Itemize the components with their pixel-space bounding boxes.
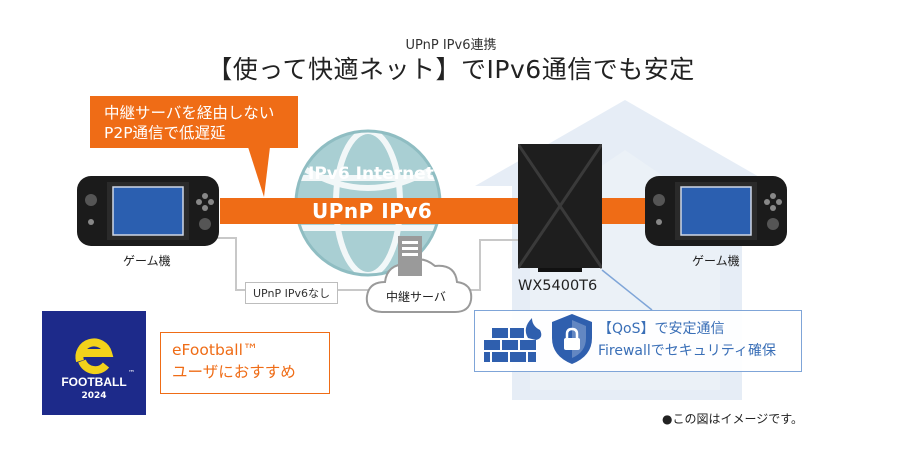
callout-box: 中継サーバを経由しない P2P通信で低遅延 — [90, 96, 298, 148]
subtitle: UPnP IPv6連携 — [405, 38, 497, 53]
router-icon — [518, 144, 602, 272]
console-right-label: ゲーム機 — [692, 254, 740, 268]
efootball-emblem-icon — [75, 338, 114, 375]
relay-label: 中継サーバ — [386, 290, 446, 304]
callout-pointer — [248, 147, 270, 197]
feature-pointer — [601, 269, 653, 311]
router-model: WX5400T6 — [518, 278, 598, 294]
feature-qos: 【QoS】で安定通信 — [598, 321, 725, 337]
feature-text: 【QoS】で安定通信 Firewallでセキュリティ確保 — [598, 318, 776, 362]
logo-text: FOOTBALL — [61, 375, 127, 389]
promo-text: eFootball™ ユーザにおすすめ — [172, 339, 296, 383]
callout-line-1: 中継サーバを経由しない — [104, 104, 275, 122]
band-label: UPnP IPv6 — [312, 199, 433, 223]
relay-cloud-icon — [365, 258, 473, 313]
logo-tm: ™ — [128, 369, 135, 377]
promo-line-1: eFootball™ — [172, 341, 259, 359]
no-upnp-chip: UPnP IPv6なし — [245, 282, 338, 304]
page-title: 【使って快適ネット】でIPv6通信でも安定 — [207, 55, 695, 84]
feature-firewall: Firewallでセキュリティ確保 — [598, 343, 776, 359]
promo-box — [160, 332, 330, 394]
callout-line-2: P2P通信で低遅延 — [104, 124, 226, 142]
console-left-label: ゲーム機 — [123, 254, 171, 268]
game-console-left-icon — [77, 176, 219, 246]
efootball-logo: FOOTBALL ™ 2024 — [42, 311, 146, 415]
game-console-right-icon — [645, 176, 787, 246]
server-icon — [398, 236, 422, 276]
internet-label: IPv6 Internet — [308, 164, 434, 184]
security-shield-icon — [552, 314, 592, 364]
promo-line-2: ユーザにおすすめ — [172, 363, 296, 381]
logo-year: 2024 — [81, 391, 107, 401]
image-note: ●この図はイメージです。 — [662, 412, 804, 426]
firewall-icon — [484, 318, 542, 362]
